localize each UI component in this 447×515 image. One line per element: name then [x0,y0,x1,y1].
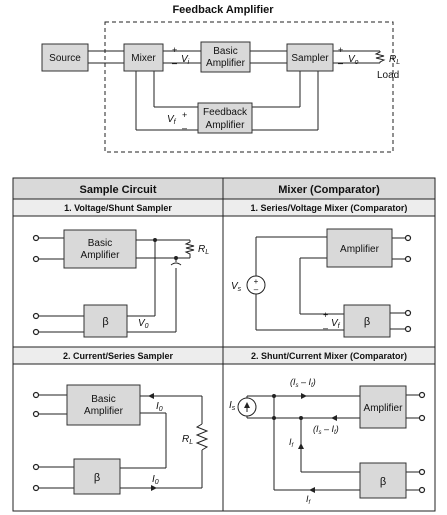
feedback-amplifier-boundary [104,21,394,153]
beta-label: β [102,316,108,328]
mixer-label: Mixer [131,53,156,64]
cell-title-current-series-sampler: 2. Current/Series Sampler [63,351,174,361]
feedback-amplifier-block [197,102,253,134]
vo-plus-sign: + [338,45,343,55]
i0-label-bottom: I0 [152,474,159,486]
feedback-amplifier-label-line1: Feedback [203,107,248,118]
voltage-source-icon [246,275,266,295]
input-terminal [32,410,40,418]
cell-title-shunt-current-mixer: 2. Shunt/Current Mixer (Comparator) [251,351,407,361]
output-terminal [418,468,426,476]
amplifier-block [359,385,407,429]
output-terminal [418,486,426,494]
is-label: Is [229,400,236,412]
vi-minus-sign: – [172,58,177,68]
output-terminal [404,325,412,333]
column-header-mixer: Mixer (Comparator) [278,184,380,196]
beta-block [83,304,128,338]
input-terminal [32,255,40,263]
if-label-vertical: If [289,437,295,449]
beta-label: β [364,316,370,328]
output-terminal [32,328,40,336]
is-minus-if-label-top: (Is – If) [290,377,316,389]
output-terminal [32,484,40,492]
output-terminal [404,234,412,242]
if-label-bottom: If [306,494,312,506]
vs-label: Vs [231,281,242,293]
basic-amplifier-block [66,384,141,426]
i0-label-top: I0 [156,401,163,413]
output-terminal [32,312,40,320]
top-wiring [88,50,380,131]
junction-dot [299,416,303,420]
beta-block [73,458,121,495]
v0-label: V0 [138,318,149,330]
cell-title-series-voltage-mixer: 1. Series/Voltage Mixer (Comparator) [251,203,408,213]
output-terminal [418,414,426,422]
current-series-sampler-circuit [36,393,209,491]
input-terminal [32,234,40,242]
beta-label: β [94,472,100,484]
cell-title-voltage-shunt-sampler: 1. Voltage/Shunt Sampler [64,203,172,213]
basic-amplifier-label-line1: Basic [91,394,115,405]
shunt-current-mixer-circuit [246,393,422,493]
table-header-row [13,178,435,199]
voltage-shunt-sampler-circuit [36,237,195,333]
input-terminal [32,391,40,399]
vf-plus-sign: + [323,310,328,320]
vi-plus-sign: + [172,45,177,55]
is-minus-if-label-bottom: (Is – If) [313,424,339,436]
output-terminal [404,255,412,263]
vo-minus-sign: – [338,58,343,68]
subheader-row-1 [13,199,435,216]
junction-dot [272,394,276,398]
beta-block [359,462,407,499]
rl-label: RL [182,434,193,446]
basic-amplifier-label-line1: Basic [88,238,112,249]
diagram-title: Feedback Amplifier [172,4,274,16]
vf-plus-sign: + [182,110,187,120]
comparison-table [12,177,436,512]
sampler-label: Sampler [291,53,329,64]
junction-dot [153,238,157,242]
junction-dot [174,256,178,260]
subheader-row-2 [13,347,435,364]
vi-label: Vi [181,54,190,66]
basic-amplifier-block [63,229,137,269]
amplifier-label: Amplifier [340,244,380,255]
output-terminal [32,463,40,471]
basic-amplifier-label-line2: Amplifier [81,250,121,261]
basic-amplifier-block [200,41,251,73]
vs-source-plus: + [254,277,259,286]
junction-dot [272,416,276,420]
feedback-amplifier-label-line2: Amplifier [206,120,246,131]
basic-amplifier-label-line2: Amplifier [206,58,246,69]
source-block [41,43,89,72]
vf-label: Vf [331,318,341,330]
basic-amplifier-label-line2: Amplifier [84,406,124,417]
load-resistor [374,51,386,63]
basic-amplifier-label-line1: Basic [213,46,237,57]
amplifier-block [326,228,393,268]
vf-label: Vf [167,114,177,126]
output-terminal [404,309,412,317]
sampler-block [286,43,334,72]
vs-source-minus: – [254,285,259,294]
output-terminal [418,391,426,399]
rl-label: RL [198,244,209,256]
source-label: Source [49,53,81,64]
column-header-sample-circuit: Sample Circuit [79,184,156,196]
amplifier-label: Amplifier [364,403,404,414]
vo-label: Vo [348,54,359,66]
beta-label: β [380,476,386,488]
vf-minus-sign: – [323,323,328,333]
rl-label: RL [389,54,400,66]
vf-minus-sign: – [182,123,187,133]
mixer-block [123,43,164,72]
beta-block [343,304,391,338]
series-voltage-mixer-circuit [255,236,408,331]
load-label: Load [377,70,399,81]
